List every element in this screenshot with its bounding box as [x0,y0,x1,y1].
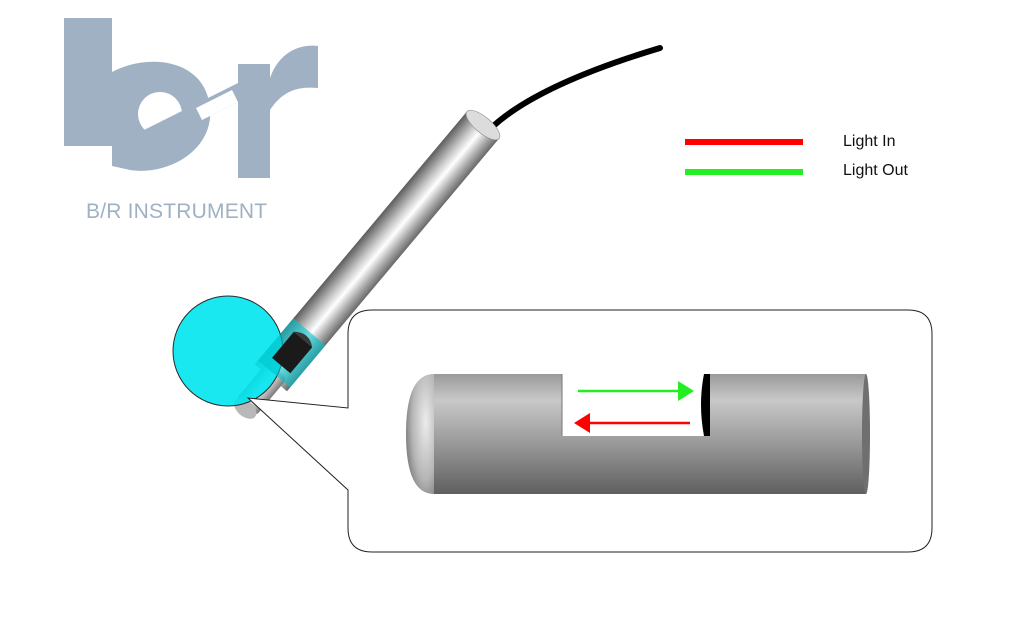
probe-cable [477,45,663,143]
br-logo [64,18,318,178]
arrow-light-in [574,413,590,433]
legend-label-light-out: Light Out [843,162,908,179]
logo-wordmark: B/R INSTRUMENT [86,200,268,223]
arrow-light-out [678,381,694,401]
mirror [701,374,710,436]
detail-probe [406,374,870,494]
legend-label-light-in: Light In [843,133,896,150]
magnifier-circle [172,295,326,407]
